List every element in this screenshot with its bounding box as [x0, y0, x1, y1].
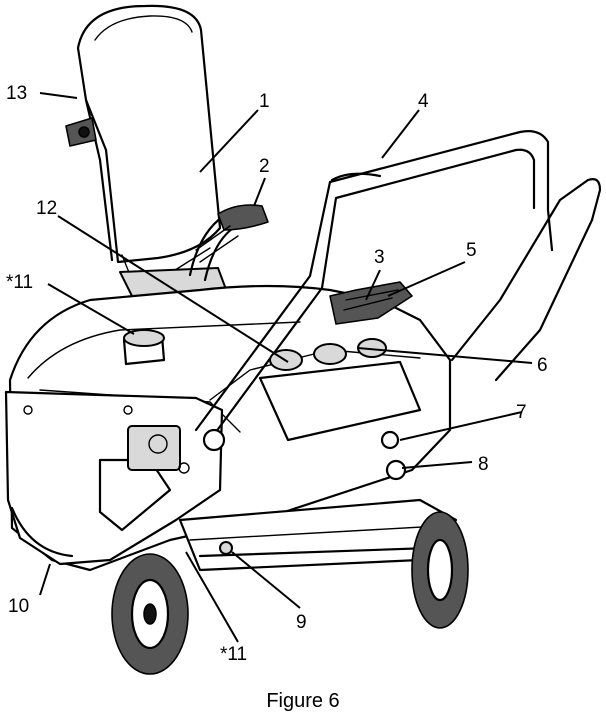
chute-deflector-knob — [66, 118, 96, 146]
callout-13: 13 — [6, 83, 27, 104]
callout-9: 9 — [296, 612, 307, 633]
callout-11-lower: *11 — [220, 644, 247, 665]
callout-11-upper: *11 — [6, 272, 33, 293]
callout-3: 3 — [374, 247, 385, 268]
callout-2: 2 — [259, 156, 270, 177]
callout-7: 7 — [516, 402, 527, 423]
callout-10: 10 — [8, 596, 29, 617]
left-wheel — [112, 554, 188, 674]
callout-6: 6 — [537, 355, 548, 376]
callout-12: 12 — [36, 198, 57, 219]
callout-5: 5 — [466, 240, 477, 261]
fuel-cap — [124, 330, 164, 364]
callout-1: 1 — [259, 91, 270, 112]
figure-caption: Figure 6 — [266, 690, 339, 712]
callout-8: 8 — [478, 454, 489, 475]
right-wheel — [412, 512, 468, 628]
snow-thrower-illustration — [6, 6, 600, 674]
callout-4: 4 — [418, 91, 429, 112]
